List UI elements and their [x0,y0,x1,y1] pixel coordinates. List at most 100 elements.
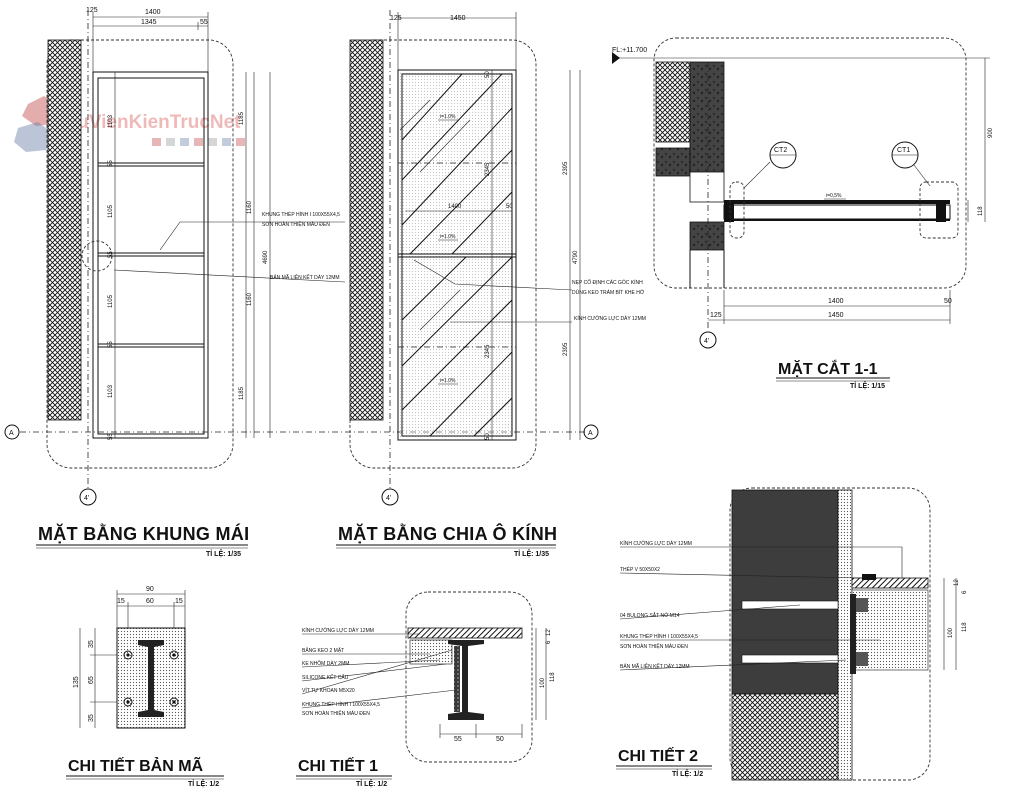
plan-glass-callout-glass: KÍNH CƯỜNG LỰC DÀY 12MM [574,315,646,322]
detail2-title: CHI TIẾT 2 [618,746,698,765]
plate-dim-35a: 35 [88,640,95,648]
section-ct1: CT1 [897,147,910,154]
plan-glass-dim-inner-50c: 50 [485,433,491,440]
plan-glass-dim-inner-50a: 50 [485,71,491,78]
detail2-anchor-bolt-2 [741,654,839,664]
plan-frame-axis-a: A [9,430,14,437]
plan-glass-slope-1: i=1.0% [440,114,456,120]
plan-glass-pane-hatch [399,73,513,437]
detail2-labels: KÍNH CƯỜNG LỰC DÀY 12MM THÉP V 50X50X2 0… [619,540,903,671]
section-dim-50: 50 [944,298,952,305]
section-scale: TỈ LỆ: 1/15 [850,381,885,390]
section-axis-4: 4' [704,338,709,345]
section-wall [689,61,725,173]
plan-glass-axis-4-bubble [381,488,399,506]
detail1-dim-100: 100 [540,677,546,688]
plan-glass-callout-clamp: NẸP CỐ ĐỊNH CÁC GÓC KÍNH [572,279,643,286]
section-cloud-outline [653,37,967,289]
detail1-cloud-outline [405,591,533,763]
svg-text:55: 55 [108,341,114,348]
svg-text:55: 55 [108,251,114,258]
detail2-glass [851,577,929,589]
plan-glass-dim-inner-2345b: 2345 [485,344,491,358]
svg-text:VÍT TỰ KHOAN M5X20: VÍT TỰ KHOAN M5X20 [302,687,355,694]
watermark-text: ThuVienKienTrucNet [54,112,241,133]
plan-glass-wall [349,39,384,421]
plate-dim-15a: 15 [117,598,125,605]
plan-glass-axis-4: 4' [386,495,391,502]
section-dim-1400: 1400 [828,298,844,305]
svg-text:1185: 1185 [239,386,245,400]
plan-glass-slope-2: i=1.0% [440,234,456,240]
plan-frame-dim-total: 1400 [145,9,161,16]
detail1-dim-50: 50 [496,736,504,743]
detail1-dim-55: 55 [454,736,462,743]
plan-glass-dim-4790: 4790 [573,250,579,264]
svg-text:SƠN HOÀN THIỆN MÀU ĐEN: SƠN HOÀN THIỆN MÀU ĐEN [620,642,688,650]
plan-frame-dim-inner: 1345 [141,19,157,26]
detail1-dim-12: 12 [546,629,552,636]
section-slope: i=0,5% [826,193,842,199]
plan-frame-wall [47,39,82,421]
svg-text:55: 55 [108,433,114,440]
section-level: FL:+11.700 [612,47,647,54]
svg-text:SƠN HOÀN THIỆN MÀU ĐEN: SƠN HOÀN THIỆN MÀU ĐEN [302,709,370,717]
plan-frame-dim-55: 55 [200,19,208,26]
plate-dim-60: 60 [146,598,154,605]
plan-glass-dim-125: 125 [390,15,402,22]
detail2-dim-12: 12 [954,579,960,586]
svg-text:BẢN MÃ LIÊN KẾT DÀY 12MM: BẢN MÃ LIÊN KẾT DÀY 12MM [620,662,690,670]
plate-title: CHI TIẾT BẢN MÃ [68,755,204,775]
detail1-scale: TỈ LỆ: 1/2 [356,779,387,788]
detail2-anchor-bolt-1 [741,600,839,610]
detail1-dim-118: 118 [550,672,556,682]
section-dim-118: 118 [978,206,984,216]
plan-frame-outer [92,71,209,439]
plate-scale: TỈ LỆ: 1/2 [188,779,219,788]
svg-text:1160: 1160 [247,292,253,306]
section-dim-900: 900 [988,127,994,138]
svg-text:4690: 4690 [263,250,269,264]
plan-glass-cloud-outline [349,39,537,469]
svg-text:55: 55 [108,160,114,167]
detail1-glass [407,627,523,639]
plate-bolt-holes [123,650,179,707]
plan-glass-dim-inner-50b: 50 [506,204,513,210]
plate-dim-135: 135 [73,676,80,688]
plate-dim-90: 90 [146,586,154,593]
plan-glass-dim-2395b: 2395 [563,342,569,356]
plan-glass-dim-inner-2345a: 2345 [485,162,491,176]
detail1-labels: KÍNH CƯỜNG LỰC DÀY 12MM BĂNG KEO 2 MẶT K… [301,627,457,717]
plan-frame-callout-plate: BẢN MÃ LIÊN KẾT DÀY 12MM [270,273,340,281]
svg-text:KHUNG THÉP HÌNH I 100X55X4,5: KHUNG THÉP HÌNH I 100X55X4,5 [620,633,698,640]
plan-frame-dim-125: 125 [86,7,98,14]
svg-text:KÍNH CƯỜNG LỰC DÀY 12MM: KÍNH CƯỜNG LỰC DÀY 12MM [620,540,692,547]
plate-dim-65: 65 [88,676,95,684]
detail2-scale: TỈ LỆ: 1/2 [672,769,703,778]
svg-text:1103: 1103 [108,114,114,128]
svg-text:04 BULONG SẮT NỞ M14: 04 BULONG SẮT NỞ M14 [620,611,680,619]
section-ct2: CT2 [774,147,787,154]
plan-glass-outer [397,69,517,441]
detail2-dim-100: 100 [948,627,954,638]
section-title: MẶT CẮT 1-1 [778,359,878,378]
svg-text:THÉP V 50X50X2: THÉP V 50X50X2 [620,566,660,573]
svg-text:1105: 1105 [108,294,114,308]
svg-text:1105: 1105 [108,204,114,218]
svg-text:1185: 1185 [239,111,245,125]
plan-frame-detail-circle [81,240,113,272]
plate-dim-15b: 15 [175,598,183,605]
section-glass [724,200,950,204]
plan-glass-callout-sealant: DÙNG KEO TRÁM BÍT KHE HỞ [572,289,645,296]
plan-glass-scale: TỈ LỆ: 1/35 [514,549,549,558]
detail1-title: CHI TIẾT 1 [298,756,378,775]
plan-frame-side-dims: 1103 55 1105 55 1105 55 1103 55 1185 116… [108,111,269,440]
svg-text:SILICONE KẾT CẤU: SILICONE KẾT CẤU [302,674,349,681]
plan-frame-axis-a-bubble [4,424,20,440]
plan-frame-axis-4: 4' [84,495,89,502]
plate-dim-35b: 35 [88,714,95,722]
svg-text:KÍNH CƯỜNG LỰC DÀY 12MM: KÍNH CƯỜNG LỰC DÀY 12MM [302,627,374,634]
svg-text:1160: 1160 [247,200,253,214]
detail2-dim-118: 118 [962,622,968,632]
